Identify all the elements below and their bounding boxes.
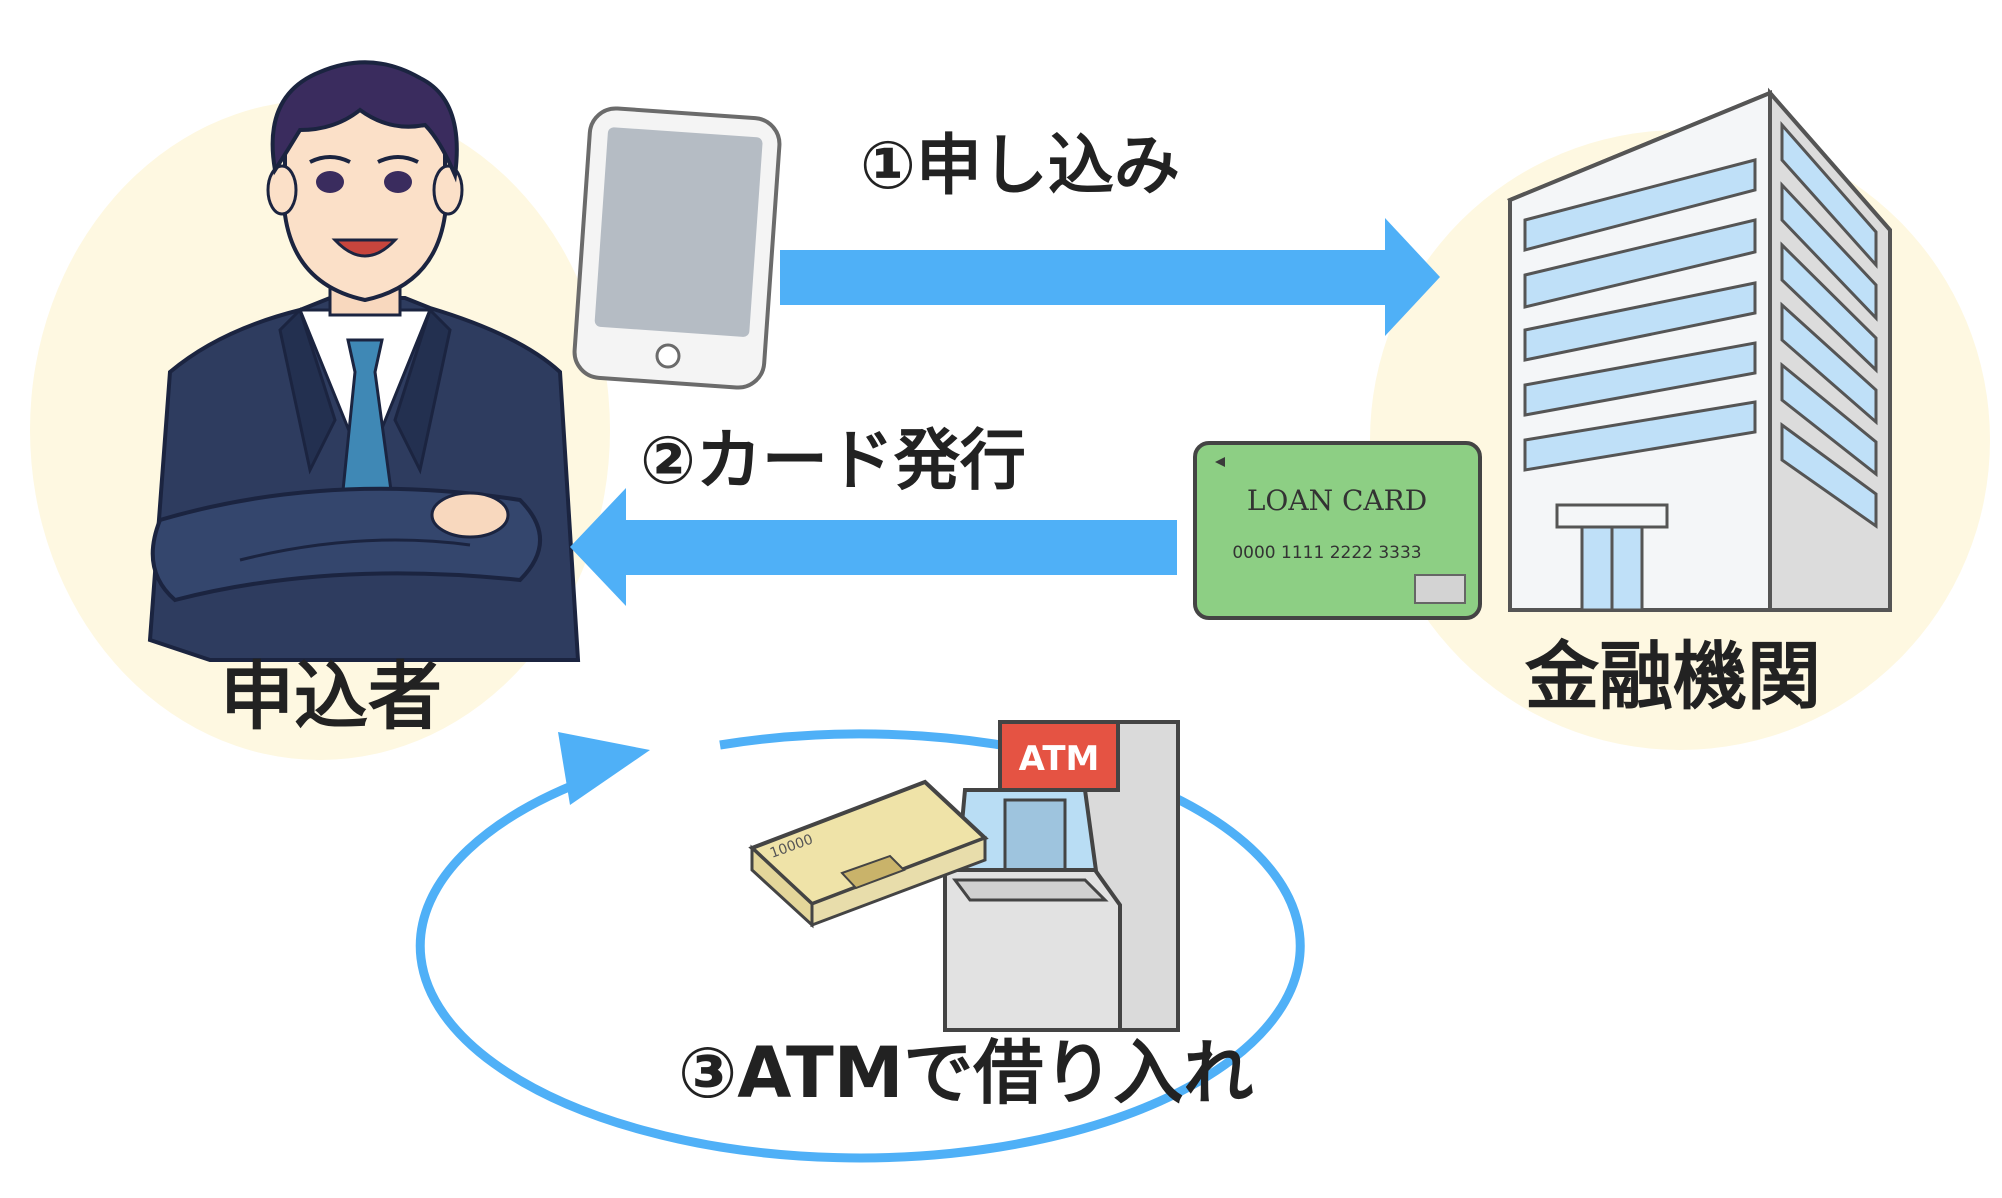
apply-arrow — [780, 218, 1440, 336]
step-atm-borrow-label: ③ATMで借り入れ — [678, 1032, 1254, 1114]
atm-sign: ATM — [1019, 739, 1100, 779]
applicant-illustration — [147, 60, 581, 663]
applicant-label: 申込者 — [220, 654, 442, 740]
atm-machine-icon: ATM — [943, 720, 1180, 1032]
loan-card-title: LOAN CARD — [1247, 484, 1427, 517]
loan-card-icon: LOAN CARD 0000 1111 2222 3333 — [1193, 441, 1482, 620]
smartphone-icon — [572, 106, 782, 390]
cycle-arrowhead — [558, 732, 650, 805]
institution-label: 金融機関 — [1525, 634, 1821, 720]
loan-card-number: 0000 1111 2222 3333 — [1232, 543, 1421, 563]
banknote-bundle-icon: 10000 — [748, 779, 989, 929]
office-building-icon — [1507, 87, 1892, 612]
card-issue-arrow — [570, 488, 1177, 606]
step-card-issue-label: ②カード発行 — [640, 422, 1026, 499]
step-apply-label: ①申し込み — [860, 127, 1180, 204]
